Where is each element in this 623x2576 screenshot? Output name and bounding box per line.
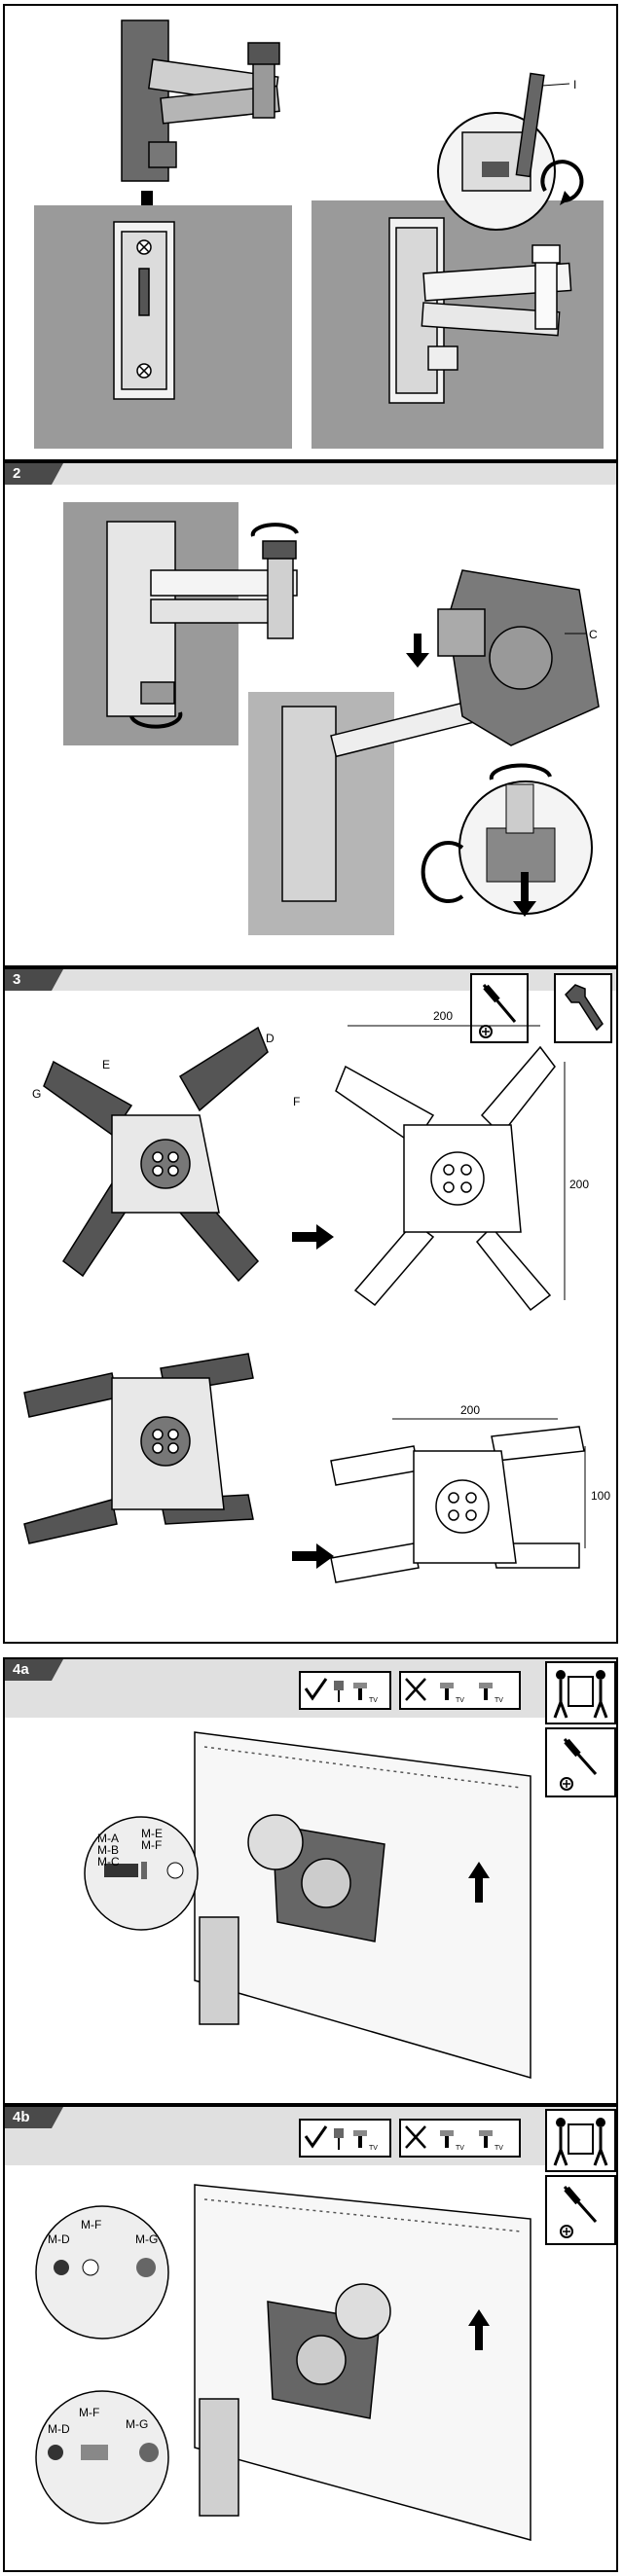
two-person-lift-icon <box>553 2118 608 2166</box>
callout-f: F <box>293 1095 300 1108</box>
incorrect-method-box: TV TV <box>399 1671 521 1710</box>
callout-m-c: M-C <box>97 1855 120 1869</box>
two-person-box-4b <box>545 2109 616 2172</box>
plate-with-extensions-top <box>43 1026 269 1283</box>
callout-d: D <box>266 1032 275 1045</box>
wrench-tool-box <box>554 973 612 1043</box>
wall-plate-left <box>113 221 175 400</box>
mounted-bracket <box>388 217 572 404</box>
hardware-magnifier-4b-top <box>35 2205 169 2340</box>
step-4b-illustration: M-D M-F M-G M-D M-F M-G <box>35 2184 531 2541</box>
wall-plate-front <box>281 697 489 902</box>
screwdriver-box-4b <box>545 2175 616 2245</box>
rotate-arrow-side <box>421 841 464 903</box>
callout-m-e: M-E <box>141 1827 163 1840</box>
callout-m-d-bottom: M-D <box>48 2422 70 2436</box>
tv-mark-2: TV <box>456 1697 464 1704</box>
step-1-panel: I <box>3 4 618 461</box>
screwdriver-box-4a <box>545 1727 616 1797</box>
correct-method-box-4b: TV <box>299 2119 391 2158</box>
step-4a-panel: 4a TV TV TV <box>3 1657 618 2105</box>
dimension-top-height: 200 <box>569 1178 589 1191</box>
two-person-box <box>545 1661 616 1724</box>
checkmark-icon: TV <box>304 2125 378 2152</box>
step-4b-panel: 4b TV TV TV <box>3 2105 618 2572</box>
checkmark-icon: TV <box>304 1678 378 1704</box>
step-4a-illustration: M-A M-B M-C M-E M-F <box>84 1731 531 2079</box>
hardware-magnifier-4a <box>84 1816 199 1931</box>
tv-mark-4: TV <box>369 2145 378 2152</box>
incorrect-method-box-4b: TV TV <box>399 2119 521 2158</box>
step-4b-number: 4b <box>5 2107 63 2128</box>
callout-m-g-bottom: M-G <box>126 2417 148 2431</box>
right-arrow-1 <box>292 1224 334 1250</box>
callout-g: G <box>32 1087 41 1101</box>
step-3-panel: 3 D E F G <box>3 967 618 1644</box>
cross-icon: TV TV <box>405 2125 503 2152</box>
callout-c: C <box>589 628 598 641</box>
two-person-lift-icon <box>553 1670 608 1719</box>
hole-detail-4b <box>335 2283 391 2340</box>
callout-e: E <box>102 1058 110 1071</box>
step-1-illustration: I <box>34 19 604 449</box>
step-3-number: 3 <box>5 969 63 991</box>
tv-mark-5: TV <box>456 2145 464 2152</box>
detail-magnifier <box>437 72 584 231</box>
tv-mark-6: TV <box>495 2145 503 2152</box>
screwdriver-icon <box>560 1738 598 1791</box>
rotate-arrow-bottom <box>129 711 183 729</box>
up-arrow-4a <box>468 1862 490 1903</box>
rotate-arrow-top <box>250 523 299 537</box>
plate-with-extensions-bottom <box>23 1353 254 1544</box>
callout-m-d-top: M-D <box>48 2232 70 2246</box>
vesa-plate <box>437 569 600 746</box>
dimension-top-width: 200 <box>433 1009 453 1023</box>
screwdriver-tool-box <box>470 973 529 1043</box>
cross-icon: TV TV <box>405 1678 503 1704</box>
step-2-band <box>5 463 616 485</box>
step-2-panel: 2 C <box>3 461 618 967</box>
callout-m-g-top: M-G <box>135 2232 158 2246</box>
correct-method-box: TV <box>299 1671 391 1710</box>
down-arrow-c <box>406 634 429 668</box>
callout-m-f: M-F <box>141 1838 162 1852</box>
step-4a-number: 4a <box>5 1659 63 1681</box>
callout-m-a: M-A <box>97 1832 119 1845</box>
step-2-illustration: C <box>63 502 600 935</box>
dimension-bottom-width: 200 <box>460 1403 480 1417</box>
step-3-band <box>5 969 616 991</box>
tv-mark-3: TV <box>495 1697 503 1704</box>
arm-assembly <box>106 521 298 717</box>
screwdriver-icon <box>560 2186 598 2238</box>
hole-detail-4a <box>247 1814 304 1870</box>
callout-m-b: M-B <box>97 1843 119 1857</box>
right-arrow-2 <box>292 1543 334 1569</box>
wall-arm-bracket <box>121 19 280 182</box>
hardware-magnifier-4b-bottom <box>35 2390 169 2524</box>
wrench-icon <box>565 984 604 1032</box>
step-2-number: 2 <box>5 463 63 485</box>
assembled-plate-200x200 <box>335 1045 556 1312</box>
dimension-bottom-height: 100 <box>591 1489 610 1503</box>
detail-magnifier-2 <box>458 763 593 917</box>
callout-m-f-top: M-F <box>81 2218 101 2231</box>
callout-i: I <box>573 78 576 91</box>
callout-m-f-bottom: M-F <box>79 2406 99 2419</box>
step-3-illustration: D E F G 200 200 <box>23 1009 610 1583</box>
tv-mark-1: TV <box>369 1697 378 1704</box>
up-arrow-4b <box>468 2309 490 2350</box>
assembled-plate-200x100 <box>330 1426 585 1583</box>
